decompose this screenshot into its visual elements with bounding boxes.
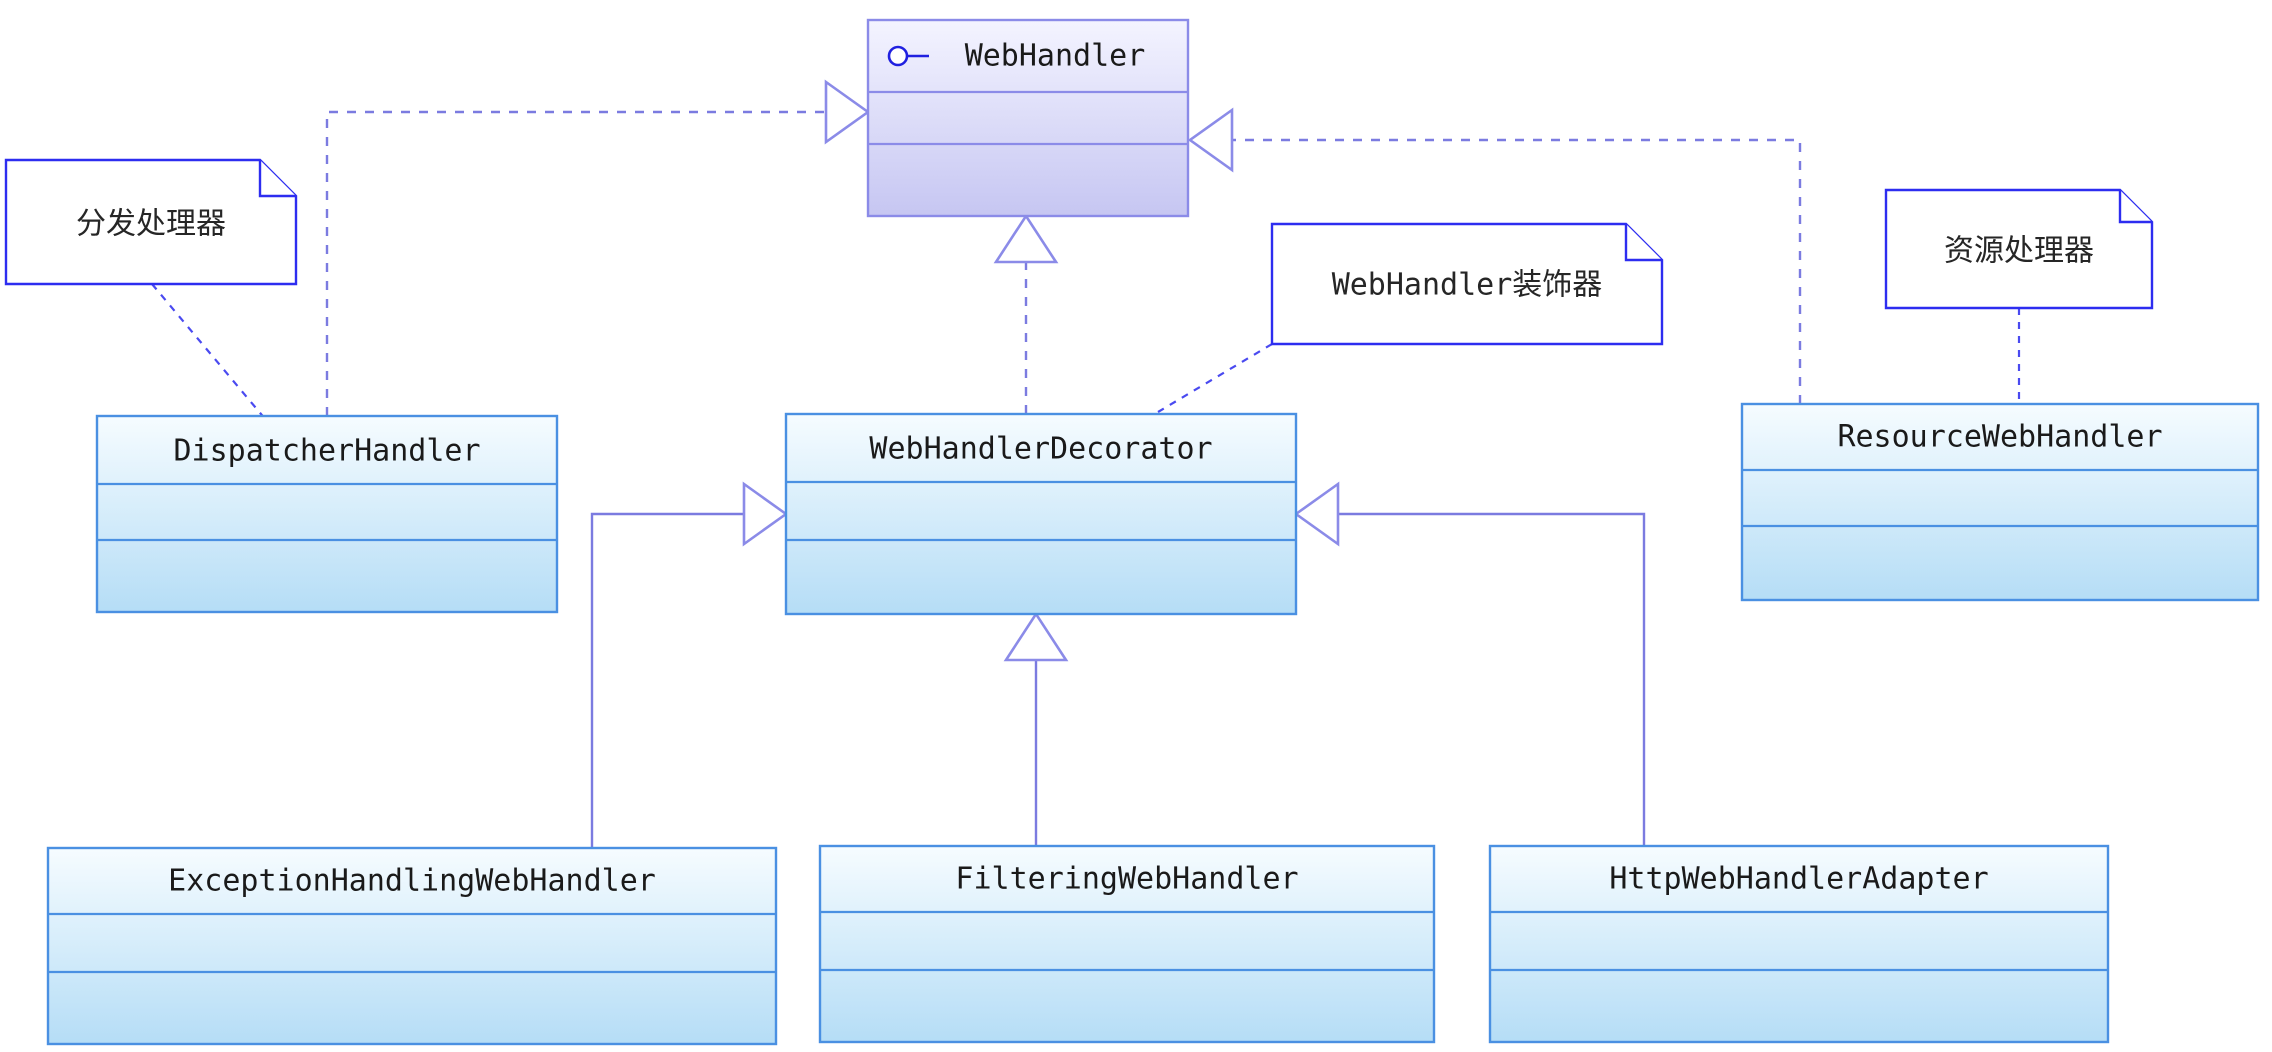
edge-exception-extends-decorator[interactable] [590,481,789,848]
edge-httpadapter-extends-decorator[interactable] [1293,481,1646,846]
note-decorator-text: WebHandler装饰器 [1332,268,1603,303]
interface-lollipop-icon [887,45,929,67]
interface-webhandler-title: WebHandler [965,39,1146,74]
note-resource[interactable]: 资源处理器 [1884,188,2154,310]
class-resource-webhandler[interactable]: ResourceWebHandler [1740,402,2260,602]
note-resource-text: 资源处理器 [1944,234,2094,269]
note-link-dispatcher [151,283,267,421]
class-filtering-webhandler[interactable]: FilteringWebHandler [818,844,1436,1044]
class-http-webhandler-adapter[interactable]: HttpWebHandlerAdapter [1488,844,2110,1044]
class-resource-webhandler-title: ResourceWebHandler [1837,420,2162,455]
class-webhandler-decorator-title: WebHandlerDecorator [869,432,1212,467]
class-dispatcher-handler-title: DispatcherHandler [173,434,480,469]
class-http-webhandler-adapter-title: HttpWebHandlerAdapter [1609,862,1988,897]
edge-resource-realizes-webhandler[interactable] [1187,107,1802,404]
note-link-decorator [1157,343,1273,413]
note-dispatcher[interactable]: 分发处理器 [4,158,298,286]
class-filtering-webhandler-title: FilteringWebHandler [955,862,1298,897]
edge-decorator-realizes-webhandler[interactable] [993,213,1059,414]
edges-layer [151,79,2021,848]
class-dispatcher-handler[interactable]: DispatcherHandler [95,414,559,614]
edge-filtering-extends-decorator[interactable] [1003,611,1069,846]
class-webhandler-decorator[interactable]: WebHandlerDecorator [784,412,1298,616]
class-exception-handling-webhandler[interactable]: ExceptionHandlingWebHandler [46,846,778,1046]
note-dispatcher-text: 分发处理器 [76,207,226,242]
class-exception-handling-webhandler-title: ExceptionHandlingWebHandler [168,864,656,899]
note-decorator[interactable]: WebHandler装饰器 [1270,222,1664,346]
interface-webhandler[interactable]: WebHandler [866,18,1190,218]
edge-dispatcher-realizes-webhandler[interactable] [325,79,871,416]
